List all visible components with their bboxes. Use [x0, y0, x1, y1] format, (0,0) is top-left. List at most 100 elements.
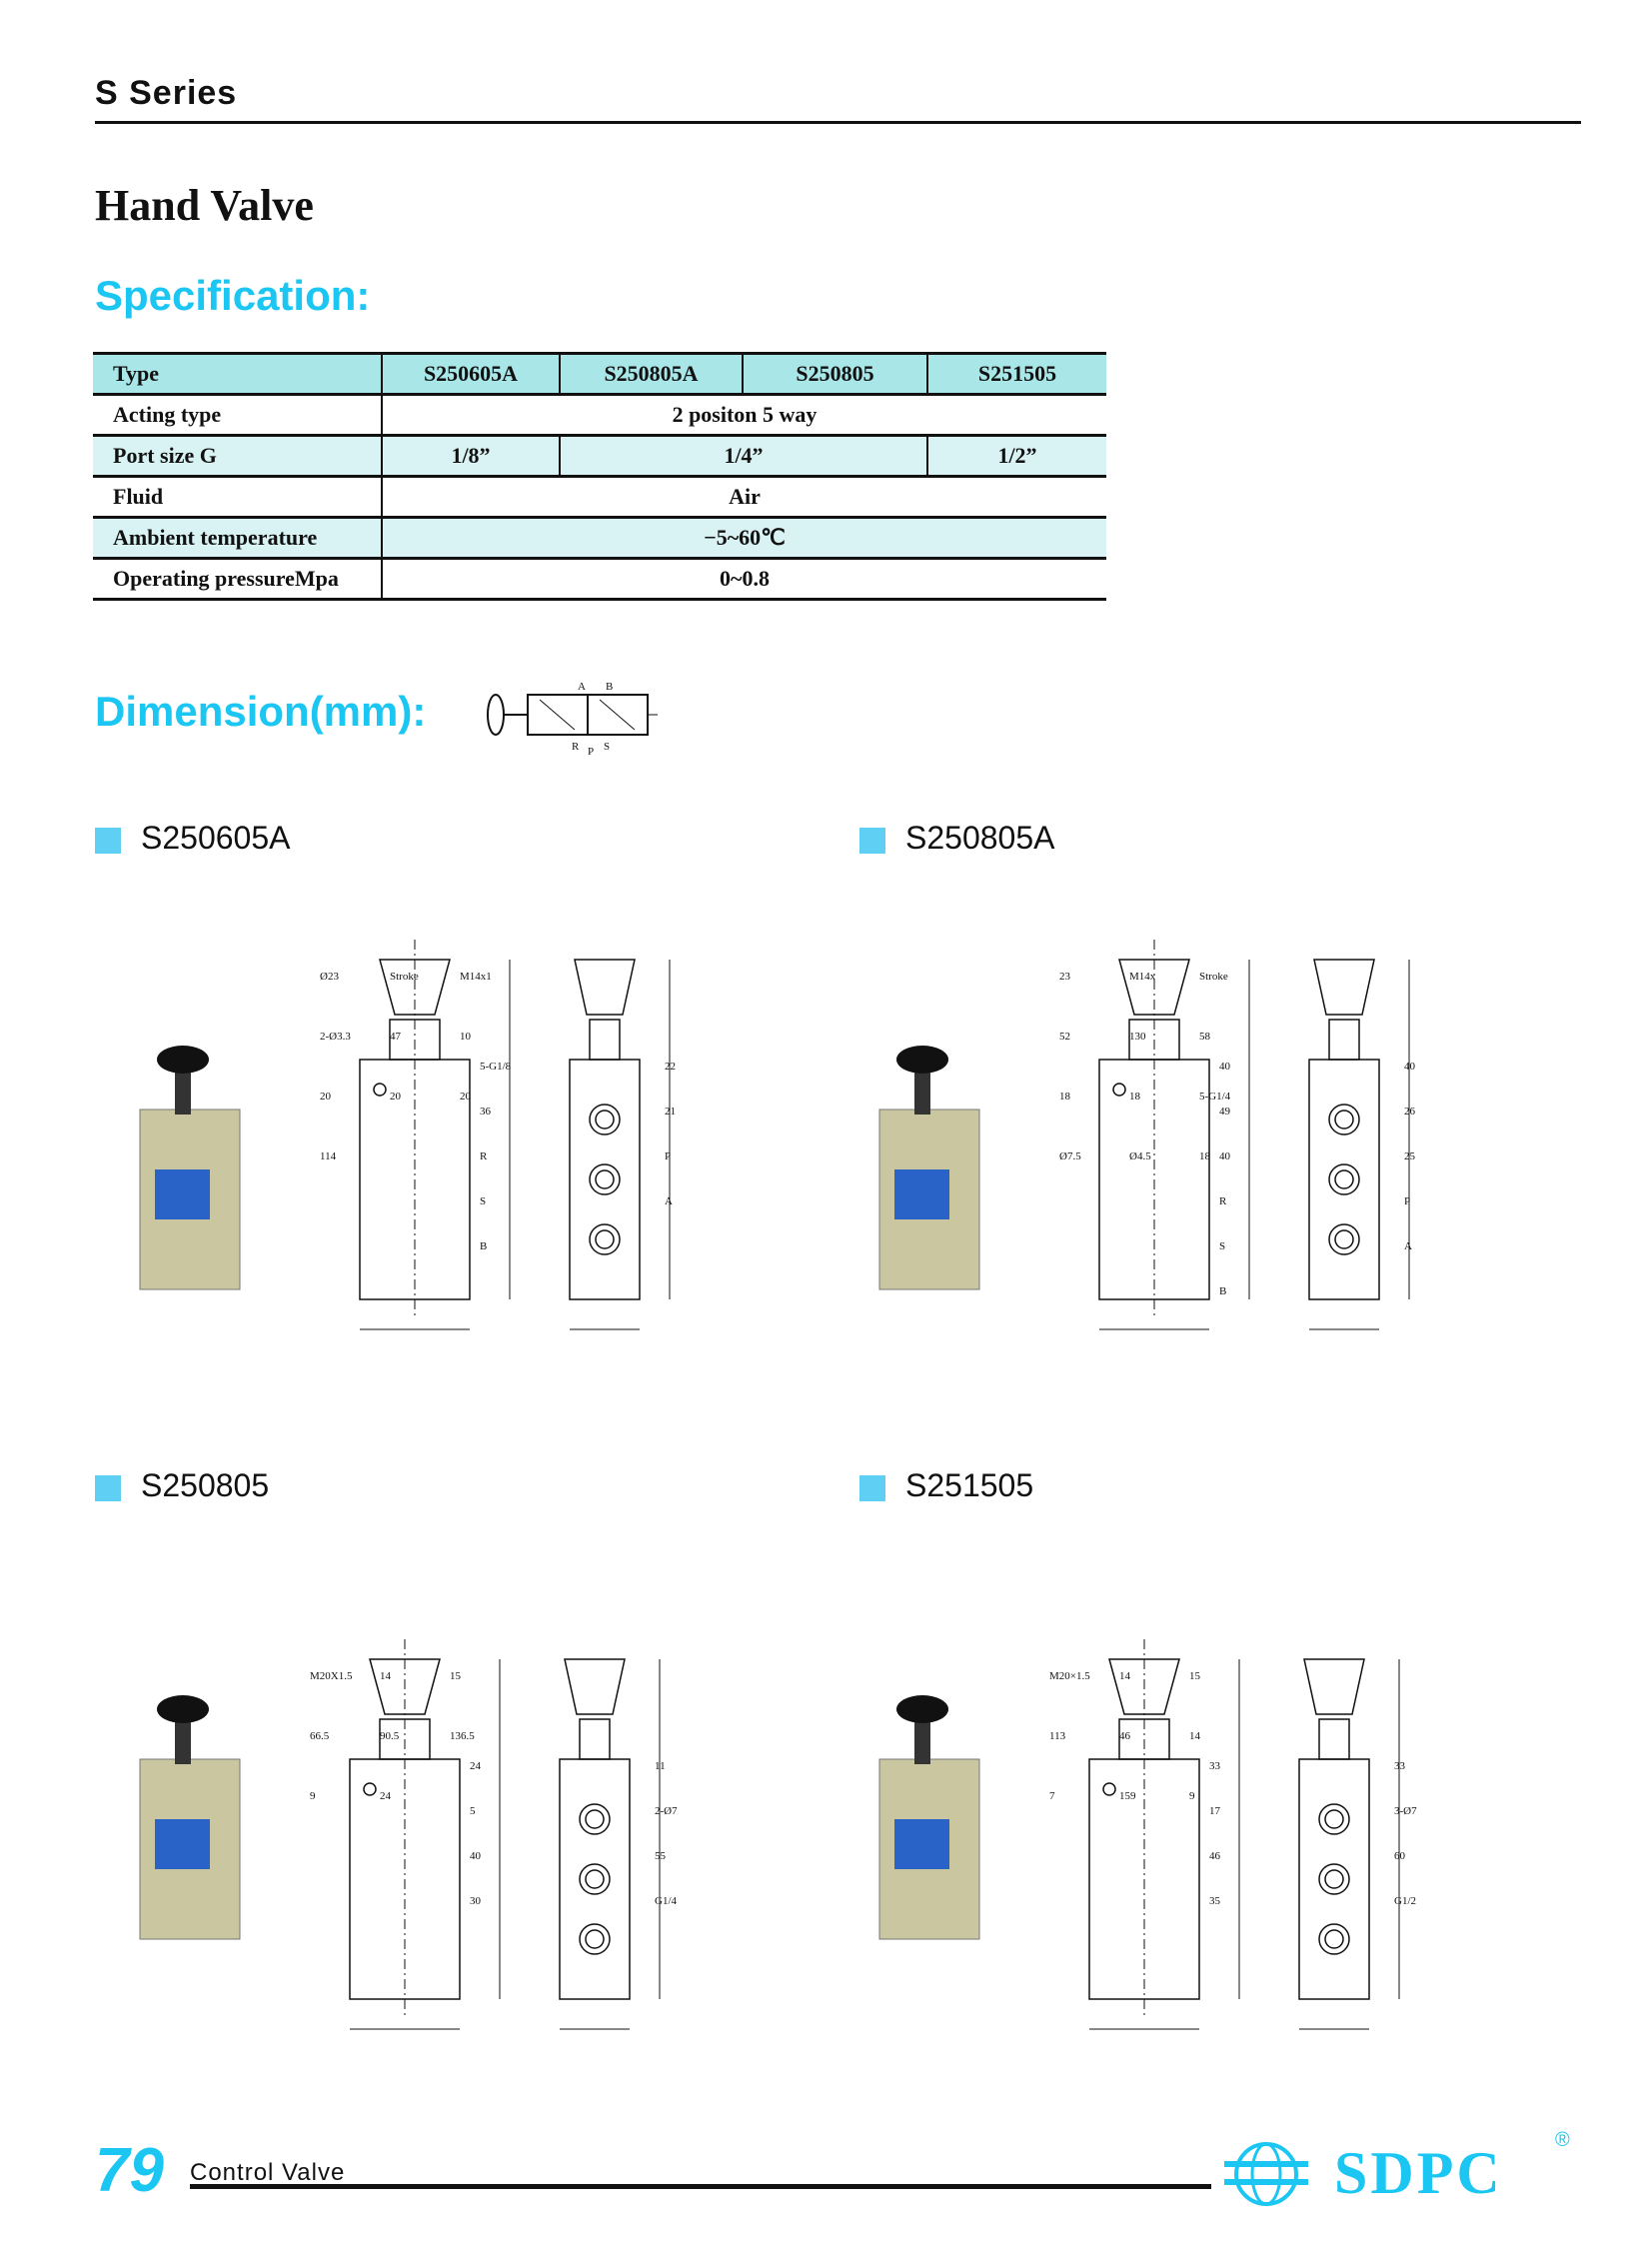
- dimension-label: 11: [655, 1760, 666, 1772]
- port-b: B: [606, 681, 613, 693]
- model-name: S250805: [141, 1467, 270, 1503]
- dimension-label: 14: [380, 1670, 392, 1682]
- brand-name: SDPC: [1334, 2140, 1503, 2206]
- dimension-label: P: [1404, 1195, 1410, 1207]
- dimension-label: 20: [460, 1091, 472, 1103]
- cell: 1/4”: [560, 435, 928, 478]
- cell: S250605A: [382, 352, 561, 396]
- row-label: Type: [93, 352, 383, 396]
- dimension-label: 33: [1209, 1760, 1221, 1772]
- dimension-label: 114: [320, 1150, 337, 1162]
- dimension-label: 5-G1/4: [1199, 1091, 1231, 1103]
- cell: Air: [382, 476, 1106, 519]
- dimension-label: 40: [470, 1850, 482, 1862]
- port-s: S: [604, 741, 610, 753]
- dimension-label: B: [1219, 1285, 1226, 1297]
- dimension-label: 40: [1404, 1061, 1416, 1073]
- dimension-label: 18: [1059, 1091, 1071, 1103]
- dimension-label: 130: [1129, 1031, 1146, 1043]
- model-heading-s250805: S250805: [95, 1467, 269, 1504]
- model-name: S251505: [905, 1467, 1034, 1503]
- dimension-label: P: [665, 1150, 671, 1162]
- dimension-label: 7: [1049, 1790, 1055, 1802]
- dimension-label: 15: [1189, 1670, 1201, 1682]
- dimension-label: 35: [1209, 1895, 1221, 1907]
- bullet-square-icon: [859, 827, 885, 854]
- dimension-label: 14: [1189, 1730, 1201, 1742]
- product-photo: [139, 1046, 241, 1290]
- dimension-label: 9: [1189, 1790, 1195, 1802]
- page-number: 79: [95, 2136, 164, 2205]
- dimension-label: 66.5: [310, 1730, 330, 1742]
- cell: S251505: [927, 352, 1106, 396]
- dimension-label: M14x: [1129, 971, 1156, 983]
- dimension-label: 18: [1129, 1091, 1141, 1103]
- cell: S250805A: [560, 352, 744, 396]
- cell: 0~0.8: [382, 558, 1106, 601]
- dimension-label: 2-Ø3.3: [320, 1031, 351, 1043]
- row-label: Acting type: [93, 394, 383, 437]
- table-row: Ambient temperature−5~60℃: [93, 517, 1106, 560]
- model-name: S250805A: [905, 820, 1055, 856]
- specification-heading: Specification:: [95, 272, 371, 319]
- dimension-label: 22: [665, 1061, 676, 1073]
- dimension-label: Ø4.5: [1129, 1150, 1151, 1162]
- dimension-label: 17: [1209, 1805, 1221, 1817]
- product-photo: [139, 1695, 241, 1940]
- dimension-label: G1/4: [655, 1895, 678, 1907]
- dimension-label: G1/2: [1394, 1895, 1416, 1907]
- dimension-label: 20: [390, 1091, 402, 1103]
- dimension-label: 52: [1059, 1031, 1070, 1043]
- row-label: Ambient temperature: [93, 517, 383, 560]
- row-label: Operating pressureMpa: [93, 558, 383, 601]
- dimension-label: 14: [1119, 1670, 1131, 1682]
- cell: S250805: [743, 352, 928, 396]
- header-rule: [95, 121, 1581, 124]
- dimension-label: 58: [1199, 1031, 1211, 1043]
- dimension-label: Stroke: [1199, 971, 1228, 983]
- dimension-label: 46: [1119, 1730, 1131, 1742]
- dimension-label: S: [480, 1195, 486, 1207]
- dimension-label: Ø23: [320, 971, 339, 983]
- dimension-label: B: [480, 1240, 487, 1252]
- dimension-label: 21: [665, 1106, 676, 1118]
- dimension-label: 24: [380, 1790, 392, 1802]
- footer-rule: [190, 2184, 1211, 2189]
- dimension-label: 2-Ø7: [655, 1805, 678, 1817]
- dimension-label: 24: [470, 1760, 482, 1772]
- dimension-label: 136.5: [450, 1730, 475, 1742]
- dimension-label: 5-G1/8: [480, 1061, 512, 1073]
- dimension-label: A: [665, 1195, 673, 1207]
- dimension-label: 60: [1394, 1850, 1406, 1862]
- model-name: S250605A: [141, 820, 291, 856]
- dimension-label: 159: [1119, 1790, 1136, 1802]
- dimension-label: 40: [1219, 1150, 1231, 1162]
- dimension-label: M20×1.5: [1049, 1670, 1090, 1682]
- model-heading-s250605a: S250605A: [95, 820, 290, 857]
- dimension-label: R: [480, 1150, 488, 1162]
- dimension-label: 25: [1404, 1150, 1416, 1162]
- product-photo: [878, 1695, 980, 1940]
- cell: −5~60℃: [382, 517, 1106, 560]
- dimension-label: 90.5: [380, 1730, 400, 1742]
- series-title: S Series: [95, 74, 238, 112]
- model-heading-s250805a: S250805A: [859, 820, 1054, 857]
- dimension-label: 23: [1059, 971, 1071, 983]
- model-heading-s251505: S251505: [859, 1467, 1033, 1504]
- cell: 1/8”: [382, 435, 561, 478]
- dimension-label: 40: [1219, 1061, 1231, 1073]
- bullet-square-icon: [95, 1474, 121, 1501]
- dimension-label: 5: [470, 1805, 476, 1817]
- bullet-square-icon: [859, 1474, 885, 1501]
- dimension-label: 15: [450, 1670, 462, 1682]
- product-photo: [878, 1046, 980, 1290]
- valve-symbol-icon: A B R P S: [487, 681, 658, 758]
